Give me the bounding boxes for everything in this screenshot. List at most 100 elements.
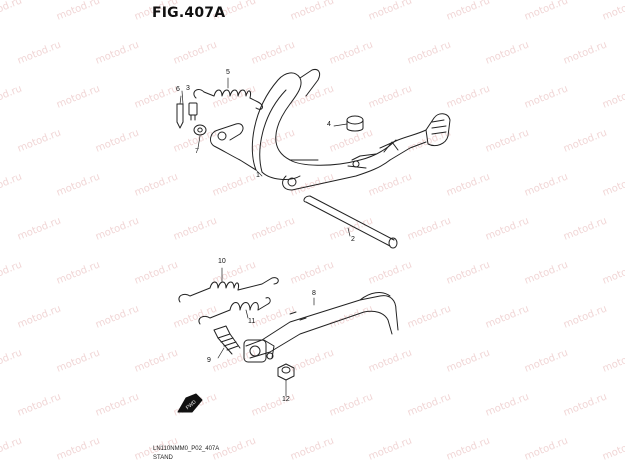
watermark-text: motod.ru <box>406 303 453 330</box>
watermark-text: motod.ru <box>601 171 625 198</box>
watermark-text: motod.ru <box>0 347 24 374</box>
watermark-text: motod.ru <box>289 259 336 286</box>
callout-8: 8 <box>312 290 316 297</box>
watermark-text: motod.ru <box>211 171 258 198</box>
side-stand-drawing <box>243 292 399 363</box>
pin-drawing <box>176 103 184 129</box>
watermark-text: motod.ru <box>445 83 492 110</box>
watermark-text: motod.ru <box>562 303 609 330</box>
watermark-text: motod.ru <box>16 391 63 418</box>
leader-lines <box>179 77 351 397</box>
watermark-text: motod.ru <box>172 39 219 66</box>
watermark-text: motod.ru <box>367 83 414 110</box>
figure-caption: STAND <box>153 455 173 461</box>
watermark-text: motod.ru <box>562 39 609 66</box>
washer-drawing <box>193 124 207 136</box>
watermark-text: motod.ru <box>601 259 625 286</box>
watermark-text: motod.ru <box>94 127 141 154</box>
stand-shaft-drawing <box>303 195 398 249</box>
watermark-text: motod.ru <box>55 259 102 286</box>
fwd-arrow-icon <box>177 393 203 413</box>
watermark-text: motod.ru <box>94 215 141 242</box>
callout-5: 5 <box>226 69 230 76</box>
spring-side-a-drawing <box>178 277 279 303</box>
watermark-text: motod.ru <box>211 347 258 374</box>
watermark-text: motod.ru <box>484 215 531 242</box>
callout-2: 2 <box>351 236 355 243</box>
stopper-drawing <box>346 115 364 132</box>
watermark-text: motod.ru <box>445 171 492 198</box>
watermark-text: motod.ru <box>523 83 570 110</box>
watermark-text: motod.ru <box>94 303 141 330</box>
watermark-text: motod.ru <box>250 215 297 242</box>
watermark-text: motod.ru <box>250 127 297 154</box>
watermark-text: motod.ru <box>55 83 102 110</box>
watermark-text: motod.ru <box>55 0 102 23</box>
watermark-text: motod.ru <box>367 0 414 23</box>
watermark-text: motod.ru <box>16 303 63 330</box>
watermark-text: motod.ru <box>250 39 297 66</box>
callout-1: 1 <box>256 172 260 179</box>
center-stand-drawing <box>210 69 451 191</box>
watermark-text: motod.ru <box>406 391 453 418</box>
watermark-text: motod.ru <box>55 347 102 374</box>
watermark-text: motod.ru <box>328 127 375 154</box>
watermark-text: motod.ru <box>0 83 24 110</box>
watermark-text: motod.ru <box>289 0 336 23</box>
nut-drawing <box>277 363 295 381</box>
watermark-text: motod.ru <box>289 347 336 374</box>
bolt-small-drawing <box>188 102 198 121</box>
watermark-text: motod.ru <box>445 259 492 286</box>
callout-9: 9 <box>207 357 211 364</box>
watermark-text: motod.ru <box>0 435 24 462</box>
watermark-text: motod.ru <box>133 83 180 110</box>
callout-3: 3 <box>186 85 190 92</box>
watermark-text: motod.ru <box>16 39 63 66</box>
watermark-text: motod.ru <box>601 83 625 110</box>
spring-top-drawing <box>193 89 263 110</box>
watermark-text: motod.ru <box>601 347 625 374</box>
callout-11: 11 <box>248 318 256 325</box>
watermark-text: motod.ru <box>406 215 453 242</box>
watermark-text: motod.ru <box>172 215 219 242</box>
watermark-text: motod.ru <box>94 391 141 418</box>
watermark-text: motod.ru <box>133 171 180 198</box>
watermark-text: motod.ru <box>0 259 24 286</box>
watermark-text: motod.ru <box>367 347 414 374</box>
drawing-code: LN110NMM0_P02_407A <box>153 446 220 452</box>
watermark-text: motod.ru <box>523 171 570 198</box>
spring-side-b-drawing <box>198 297 271 325</box>
watermark-text: motod.ru <box>445 0 492 23</box>
watermark-text: motod.ru <box>16 215 63 242</box>
watermark-text: motod.ru <box>484 391 531 418</box>
watermark-text: motod.ru <box>484 39 531 66</box>
watermark-text: motod.ru <box>94 39 141 66</box>
watermark-text: motod.ru <box>367 259 414 286</box>
watermark-text: motod.ru <box>0 171 24 198</box>
watermark-text: motod.ru <box>406 39 453 66</box>
callout-7: 7 <box>195 148 199 155</box>
watermark-text: motod.ru <box>133 347 180 374</box>
watermark-text: motod.ru <box>562 127 609 154</box>
watermark-text: motod.ru <box>367 435 414 462</box>
watermark-text: motod.ru <box>484 127 531 154</box>
watermark-text: motod.ru <box>0 0 24 23</box>
callout-10: 10 <box>218 258 226 265</box>
watermark-text: motod.ru <box>601 435 625 462</box>
watermark-text: motod.ru <box>523 0 570 23</box>
watermark-text: motod.ru <box>133 259 180 286</box>
watermark-text: motod.ru <box>328 391 375 418</box>
watermark-text: motod.ru <box>562 391 609 418</box>
watermark-text: motod.ru <box>601 0 625 23</box>
watermark-text: motod.ru <box>55 171 102 198</box>
watermark-text: motod.ru <box>445 347 492 374</box>
watermark-text: motod.ru <box>16 127 63 154</box>
watermark-text: motod.ru <box>484 303 531 330</box>
watermark-text: motod.ru <box>445 435 492 462</box>
watermark-text: motod.ru <box>250 303 297 330</box>
watermark-text: motod.ru <box>367 171 414 198</box>
watermark-text: motod.ru <box>523 435 570 462</box>
callout-12: 12 <box>282 396 290 403</box>
figure-title: FIG.407A <box>152 5 226 21</box>
